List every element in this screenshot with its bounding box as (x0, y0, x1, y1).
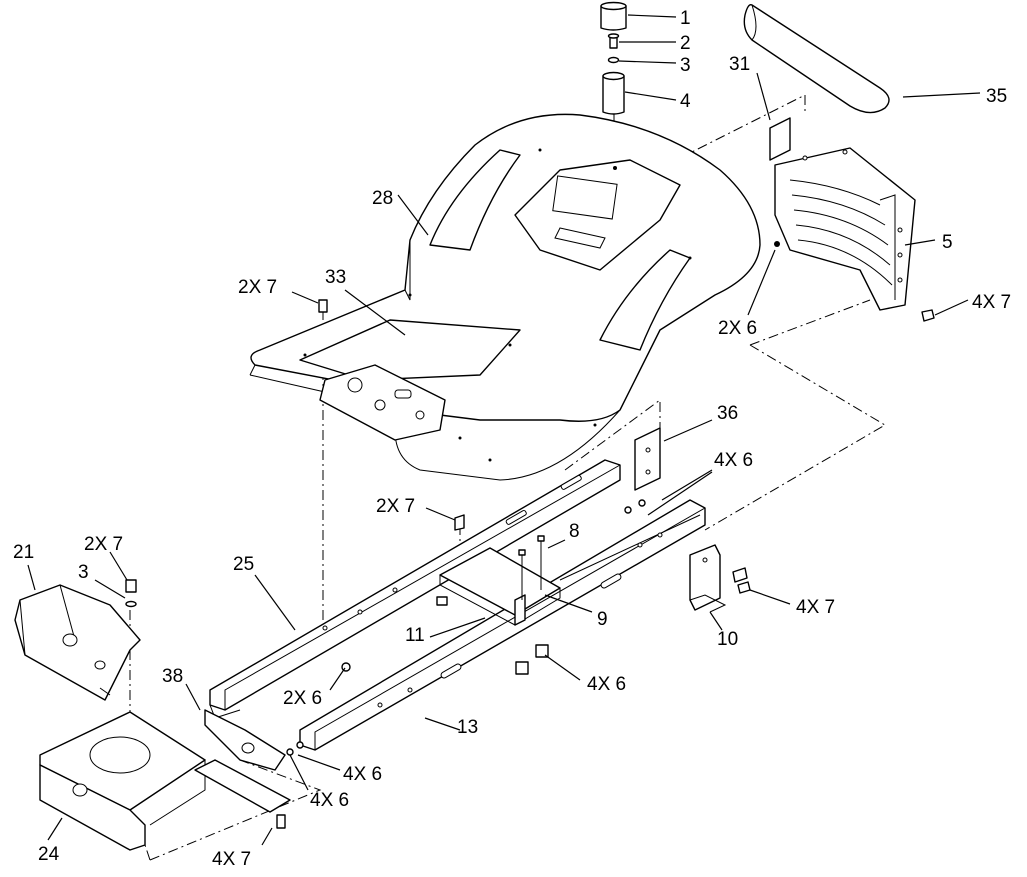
screw-part-7-body (318, 299, 328, 313)
callout-4x7-bracket: 4X 7 (796, 597, 835, 618)
callout-4x6-top: 4X 6 (714, 450, 753, 471)
callout-38: 38 (162, 666, 183, 687)
callout-4x7-bottom: 4X 7 (212, 849, 251, 870)
callout-3-panel: 3 (78, 562, 89, 583)
washer-part-3 (607, 56, 620, 64)
callout-4x7-guard: 4X 7 (972, 292, 1011, 313)
bolts-part-8 (518, 535, 545, 600)
callout-13: 13 (457, 717, 478, 738)
callout-labels: 1 2 3 4 35 31 5 4X 7 2X 6 28 2X 7 33 36 … (13, 8, 1011, 870)
callout-2x7-mid: 2X 7 (376, 496, 415, 517)
bracket-part-38 (194, 709, 291, 813)
callout-4x6-low2: 4X 6 (310, 790, 349, 811)
callout-5: 5 (942, 232, 953, 253)
callout-11: 11 (405, 625, 425, 646)
callout-2x7-body: 2X 7 (238, 277, 277, 298)
bracket-part-36 (634, 427, 661, 491)
callout-35: 35 (986, 86, 1007, 107)
screw-part-7-mid (454, 514, 465, 531)
decal-part-31 (769, 117, 791, 161)
screw-part-7-bracket (732, 567, 751, 594)
callout-2x6-mid: 2X 6 (283, 688, 322, 709)
callout-36: 36 (717, 403, 738, 424)
base-plate-part-24 (39, 711, 206, 851)
bracket-part-10 (689, 544, 727, 613)
callout-2: 2 (680, 33, 691, 54)
callout-4x6-low1: 4X 6 (343, 764, 382, 785)
pivot-part-9 (514, 594, 526, 626)
leader-lines (27, 14, 981, 846)
knob-part-1 (600, 1, 627, 31)
callout-4x6-mid: 4X 6 (587, 674, 626, 695)
panel-part-21 (14, 584, 141, 701)
screw-part-7-panel (125, 579, 137, 608)
callout-25: 25 (233, 554, 254, 575)
callout-2x7-panel: 2X 7 (84, 534, 123, 555)
callout-4: 4 (680, 91, 691, 112)
frame-rail-part-25 (209, 459, 621, 719)
callout-10: 10 (717, 629, 738, 650)
callout-2x6-guard: 2X 6 (718, 318, 757, 339)
screw-part-7-guard (921, 309, 935, 322)
callout-8: 8 (569, 521, 580, 542)
callout-28: 28 (372, 188, 393, 209)
callout-3: 3 (680, 55, 691, 76)
callout-33: 33 (325, 267, 346, 288)
screw-part-7-bottom (276, 814, 286, 829)
callout-1: 1 (680, 8, 691, 29)
callout-24: 24 (38, 844, 60, 865)
fender-body-part-28 (249, 113, 761, 481)
callout-9: 9 (597, 609, 608, 630)
bar-part-35 (743, 4, 890, 114)
spacer-part-4 (602, 71, 625, 115)
callout-31: 31 (729, 54, 750, 75)
screw-part-2 (607, 33, 620, 49)
callout-21: 21 (13, 542, 34, 563)
rear-guard-part-5 (774, 147, 916, 311)
